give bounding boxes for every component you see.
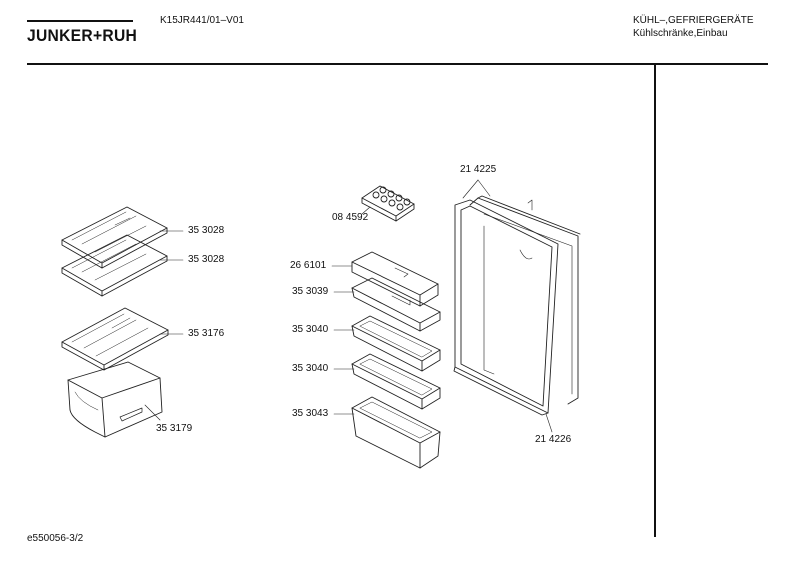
egg-tray <box>361 185 415 222</box>
part-number-door-seal: 21 4226 <box>535 434 572 445</box>
part-number-butter-lid: 26 6101 <box>290 260 327 271</box>
part-number-egg-tray: 08 4592 <box>332 212 369 223</box>
header-divider <box>27 63 768 65</box>
document-id: e550056-3/2 <box>27 533 84 544</box>
part-number-shelf-third: 35 3176 <box>188 328 225 339</box>
category-title: KÜHL–,GEFRIERGERÄTE <box>633 15 754 26</box>
glass-shelf-upper <box>61 206 168 269</box>
glass-shelf-lower <box>61 234 168 297</box>
part-number-shelf-lower: 35 3028 <box>188 254 225 265</box>
butter-lid <box>351 251 439 307</box>
part-number-butter-box: 35 3039 <box>292 286 329 297</box>
part-number-crisper: 35 3179 <box>156 423 193 434</box>
crisper-drawer <box>67 361 163 438</box>
brand-logo: JUNKER+RUH <box>27 26 138 45</box>
part-number-door-rack-2: 35 3040 <box>292 363 329 374</box>
logo-bar <box>27 20 133 22</box>
part-number-door-rack-1: 35 3040 <box>292 324 329 335</box>
bottle-rack <box>351 396 441 469</box>
category-subtitle: Kühlschränke,Einbau <box>633 28 728 39</box>
side-divider <box>654 65 656 537</box>
part-number-door-panel: 21 4225 <box>460 164 497 175</box>
part-number-bottle-rack: 35 3043 <box>292 408 329 419</box>
door-rack-1 <box>351 315 441 372</box>
door-seal <box>453 199 559 416</box>
glass-shelf-third <box>61 307 169 371</box>
door-panel <box>469 195 581 405</box>
part-number-shelf-upper: 35 3028 <box>188 225 225 236</box>
leader-lines <box>144 179 553 433</box>
model-number: K15JR441/01–V01 <box>160 15 244 26</box>
butter-box <box>351 277 441 332</box>
